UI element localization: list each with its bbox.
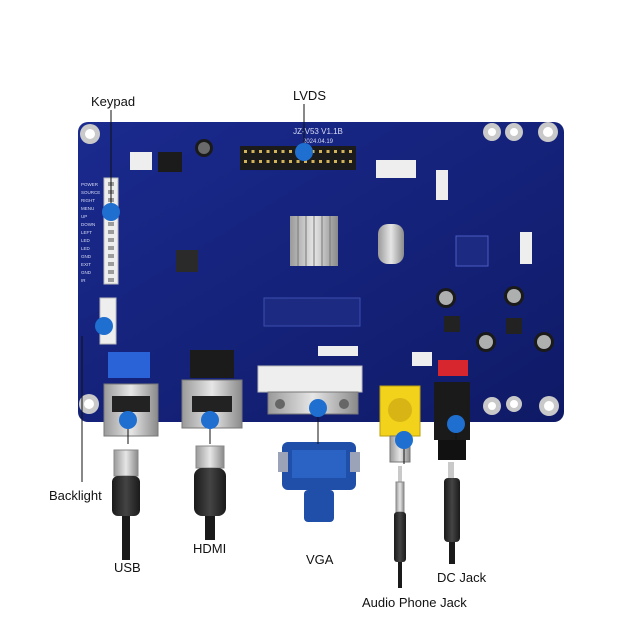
label-backlight: Backlight — [49, 488, 102, 503]
marker-keypad — [102, 203, 120, 221]
lvds-pin — [289, 160, 292, 163]
lvds-pin — [326, 150, 330, 153]
marker-backlight — [95, 317, 113, 335]
lvds-pin — [349, 160, 352, 163]
label-vga: VGA — [306, 552, 334, 567]
keypad-pin — [108, 262, 114, 266]
keypad-pin — [108, 222, 114, 226]
marker-vga — [309, 399, 327, 417]
label-audio-phone-jack: Audio Phone Jack — [362, 595, 467, 610]
label-dc-jack: DC Jack — [437, 570, 487, 585]
label-hdmi: HDMI — [193, 541, 227, 556]
audio-phone-cable — [394, 466, 406, 588]
vga-cable — [278, 442, 360, 522]
keypad-pin-label: IR — [81, 278, 86, 283]
keypad-pin — [108, 238, 114, 242]
keypad-pin-label: EXIT — [81, 262, 91, 267]
lvds-pin — [341, 150, 345, 153]
regulator — [176, 250, 198, 272]
keypad-pin — [108, 230, 114, 234]
crystal — [378, 224, 404, 264]
marker-dots — [95, 143, 465, 449]
lvds-pin — [259, 160, 262, 163]
lvds-pin — [304, 160, 307, 163]
small-header — [130, 152, 152, 170]
label-lvds: LVDS — [293, 88, 326, 103]
board-date-text: 2024.04.19 — [303, 139, 334, 145]
lvds-pin — [319, 160, 322, 163]
keypad-pin-label: UP — [81, 214, 87, 219]
keypad-pin-label: MENU — [81, 206, 94, 211]
lvds-pin — [281, 150, 285, 153]
keypad-pin — [108, 246, 114, 250]
lvds-pin — [281, 160, 285, 163]
lvds-pin — [289, 150, 292, 153]
hdmi-cable — [194, 445, 226, 540]
usb-cable — [112, 449, 140, 560]
jumper — [158, 152, 182, 172]
lvds-pin — [251, 160, 255, 163]
marker-audio — [395, 431, 413, 449]
keypad-pin — [108, 278, 114, 282]
lvds-pin — [296, 160, 300, 163]
label-keypad: Keypad — [91, 94, 136, 109]
lvds-pin — [274, 150, 277, 153]
keypad-pin-label: GND — [81, 254, 92, 259]
lvds-pin — [349, 150, 352, 153]
keypad-pin-label: SOURCE — [81, 190, 100, 195]
audio-jack-port — [379, 385, 421, 463]
inductor — [444, 316, 460, 332]
marker-usb — [119, 411, 137, 429]
lvds-pin — [311, 160, 315, 163]
dc-jack-cable — [444, 462, 460, 564]
lvds-pin — [251, 150, 255, 153]
mounting-holes — [79, 122, 559, 416]
lvds-pin — [326, 160, 330, 163]
marker-lvds — [295, 143, 313, 161]
electrolytic-capacitors — [195, 139, 554, 352]
label-usb: USB — [114, 560, 141, 575]
keypad-pin-label: DOWN — [81, 222, 95, 227]
lvds-pin — [334, 150, 337, 153]
lvds-pin — [274, 160, 277, 163]
lvds-pin — [244, 150, 247, 153]
lvds-pin — [266, 150, 270, 153]
keypad-pin — [108, 254, 114, 258]
lvds-pin — [266, 160, 270, 163]
heat-sink — [290, 216, 338, 266]
lvds-pin — [341, 160, 345, 163]
marker-hdmi — [201, 411, 219, 429]
keypad-pin-label: POWER — [81, 182, 99, 187]
keypad-pin-label: GND — [81, 270, 92, 275]
keypad-pin-label: LEFT — [81, 230, 92, 235]
inductor — [506, 318, 522, 334]
lvds-pin — [319, 150, 322, 153]
lvds-pin — [311, 150, 315, 153]
lvds-pin — [259, 150, 262, 153]
board-model-text: JZ-V53 V1.1B — [293, 127, 343, 136]
lvds-pin — [244, 160, 247, 163]
usb-port — [103, 352, 159, 437]
keypad-pin — [108, 270, 114, 274]
marker-dc — [447, 415, 465, 433]
ic-chips — [190, 160, 532, 378]
red-connector — [438, 360, 468, 376]
keypad-pin-label: LED — [81, 238, 91, 243]
keypad-pin-label: RIGHT — [81, 198, 95, 203]
lvds-pin — [334, 160, 337, 163]
keypad-pin-label: LED — [81, 246, 91, 251]
